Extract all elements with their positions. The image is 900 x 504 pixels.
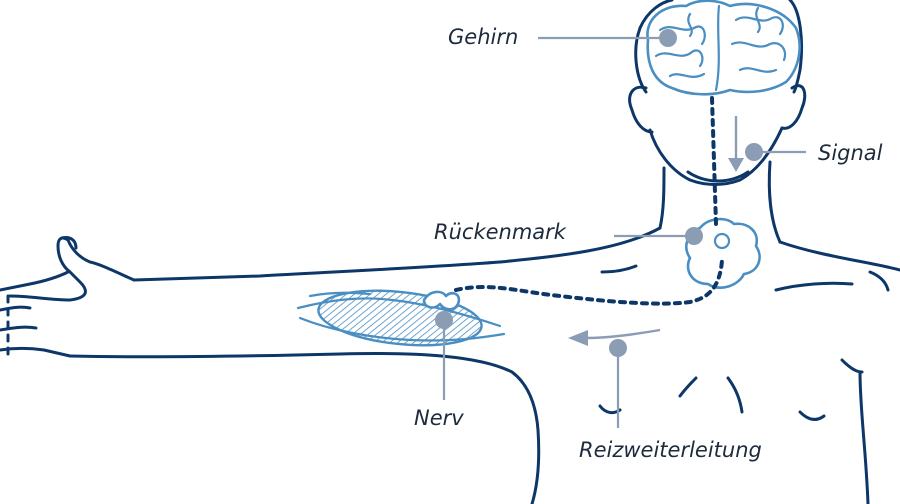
spinal-cord-illustration — [685, 217, 761, 289]
signal-arrow — [728, 116, 744, 172]
brain-leader — [538, 29, 677, 47]
conduction-leader — [609, 339, 627, 428]
label-spinal-cord: Rückenmark — [434, 220, 566, 244]
conduction-arrow — [568, 328, 661, 346]
signal-leader — [745, 143, 806, 161]
nerve-pathway — [454, 96, 724, 306]
muscle-illustration — [296, 289, 506, 347]
label-nerve: Nerv — [414, 406, 464, 430]
spinal-cord-leader — [614, 227, 703, 245]
brain-illustration — [646, 0, 801, 96]
label-brain: Gehirn — [448, 25, 519, 49]
nerve-leader — [435, 311, 453, 400]
label-signal: Signal — [818, 141, 883, 165]
label-conduction: Reizweiterleitung — [579, 438, 762, 462]
